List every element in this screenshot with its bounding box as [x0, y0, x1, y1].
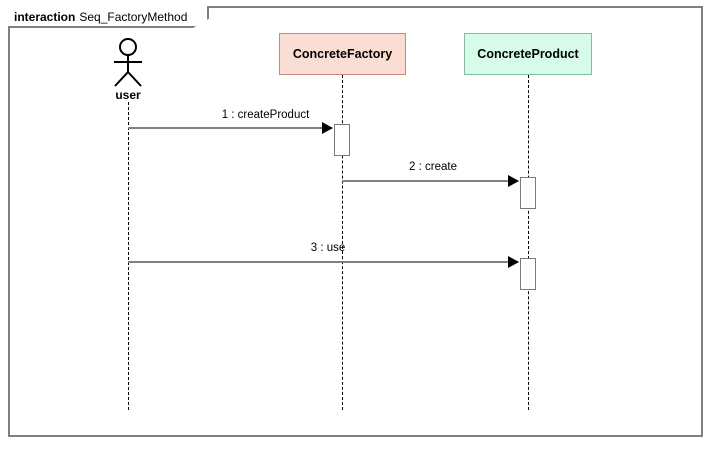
interaction-frame	[8, 6, 703, 437]
actor-user-label: user	[115, 88, 141, 102]
message-2-line	[342, 180, 518, 182]
activation-concrete-product-1	[520, 177, 536, 209]
participant-concrete-factory-label: ConcreteFactory	[292, 47, 393, 61]
message-3-label: 3 : use	[310, 242, 346, 254]
message-2-arrowhead	[508, 175, 519, 187]
frame-name-tab-text: interaction Seq_FactoryMethod	[8, 6, 209, 28]
activation-concrete-product-2	[520, 258, 536, 290]
message-2-label: 2 : create	[409, 161, 457, 173]
activation-concrete-factory-1	[334, 124, 350, 156]
message-3-line	[128, 261, 518, 263]
frame-name-tab	[8, 6, 209, 28]
lifeline-user	[128, 102, 129, 410]
actor-user-figure	[114, 38, 142, 87]
frame-name-label: Seq_FactoryMethod	[79, 10, 188, 24]
participant-concrete-factory[interactable]: ConcreteFactory	[279, 33, 406, 75]
lifeline-concrete-factory	[342, 75, 343, 410]
lifeline-concrete-product	[528, 75, 529, 410]
message-3-arrowhead	[508, 256, 519, 268]
message-1-line	[128, 127, 332, 129]
message-1-arrowhead	[322, 122, 333, 134]
message-1-label: 1 : createProduct	[221, 109, 310, 121]
participant-concrete-product[interactable]: ConcreteProduct	[464, 33, 592, 75]
participant-concrete-product-label: ConcreteProduct	[477, 47, 579, 61]
frame-kind-label: interaction	[14, 10, 76, 24]
actor-user[interactable]	[104, 38, 152, 88]
